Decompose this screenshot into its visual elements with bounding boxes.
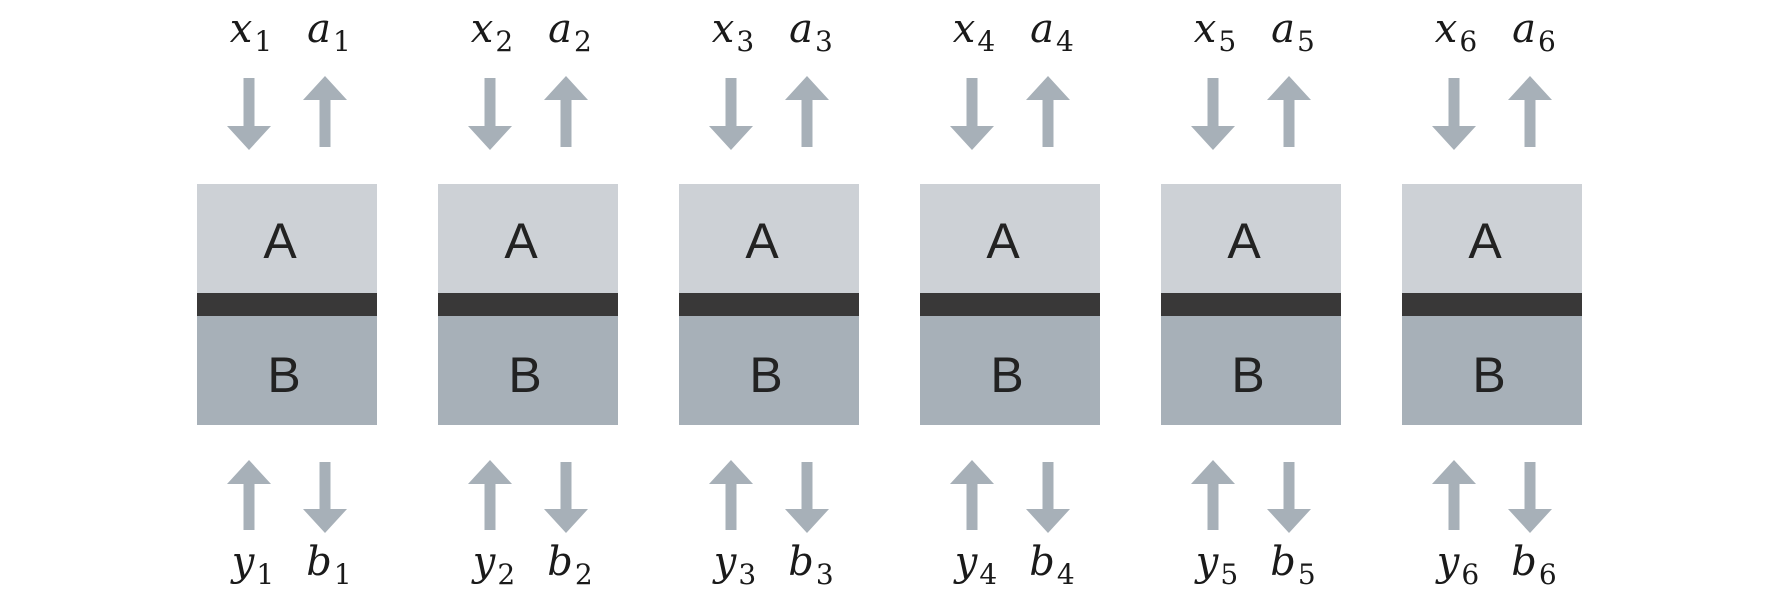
up-arrow-icon [1267,76,1311,147]
up-arrow-icon [227,460,271,530]
down-arrow-icon [1026,462,1070,533]
input-label-y: y6 [1435,539,1479,591]
separator-bar [438,293,618,316]
up-arrow-icon [1026,76,1070,147]
input-label-y: y2 [471,539,515,591]
half-b-block [1402,316,1582,425]
half-b-label: B [749,347,782,403]
half-b-block [1161,316,1341,425]
half-a-block [1402,184,1582,293]
up-arrow-icon [544,76,588,147]
up-arrow-icon [1191,460,1235,530]
output-label-a: a1 [307,6,351,58]
down-arrow-icon [544,462,588,533]
separator-bar [1161,293,1341,316]
half-a-block [1161,184,1341,293]
separator-bar [679,293,859,316]
up-arrow-icon [1432,460,1476,530]
half-b-block [920,316,1100,425]
down-arrow-icon [468,78,512,150]
half-a-label: A [1468,213,1502,269]
output-label-b: b5 [1270,539,1315,591]
half-a-block [438,184,618,293]
unit-2: x2 a2A By2 b2 [438,6,618,591]
half-b-label: B [508,347,541,403]
unit-3: x3 a3A By3 b3 [679,6,859,591]
half-a-label: A [986,213,1020,269]
down-arrow-icon [1267,462,1311,533]
down-arrow-icon [1432,78,1476,150]
input-label-y: y1 [230,539,274,591]
down-arrow-icon [950,78,994,150]
down-arrow-icon [227,78,271,150]
down-arrow-icon [1191,78,1235,150]
input-label-y: y4 [953,539,997,591]
output-label-a: a5 [1271,6,1315,58]
input-label-x: x3 [712,6,754,58]
down-arrow-icon [785,462,829,533]
unit-1: x1 a1A By1 b1 [197,6,377,591]
half-a-block [920,184,1100,293]
half-b-label: B [1472,347,1505,403]
half-b-label: B [1231,347,1264,403]
input-label-x: x5 [1194,6,1236,58]
half-b-block [197,316,377,425]
up-arrow-icon [468,460,512,530]
output-label-a: a2 [548,6,592,58]
half-b-label: B [990,347,1023,403]
separator-bar [197,293,377,316]
input-label-x: x4 [953,6,995,58]
half-a-label: A [263,213,297,269]
output-label-b: b6 [1511,539,1556,591]
half-a-label: A [1227,213,1261,269]
unit-5: x5 a5A By5 b5 [1161,6,1341,591]
down-arrow-icon [709,78,753,150]
input-label-x: x2 [471,6,513,58]
input-label-y: y3 [712,539,756,591]
up-arrow-icon [1508,76,1552,147]
output-label-a: a3 [789,6,833,58]
input-label-x: x6 [1435,6,1477,58]
output-label-b: b3 [788,539,833,591]
output-label-a: a4 [1030,6,1074,58]
output-label-b: b2 [547,539,592,591]
unit-6: x6 a6A By6 b6 [1402,6,1582,591]
down-arrow-icon [303,462,347,533]
up-arrow-icon [303,76,347,147]
input-label-y: y5 [1194,539,1238,591]
separator-bar [1402,293,1582,316]
up-arrow-icon [950,460,994,530]
up-arrow-icon [709,460,753,530]
down-arrow-icon [1508,462,1552,533]
output-label-a: a6 [1512,6,1556,58]
output-label-b: b4 [1029,539,1074,591]
half-a-block [197,184,377,293]
up-arrow-icon [785,76,829,147]
input-label-x: x1 [230,6,272,58]
unit-4: x4 a4A By4 b4 [920,6,1100,591]
half-b-block [679,316,859,425]
half-b-label: B [267,347,300,403]
separator-bar [920,293,1100,316]
half-a-block [679,184,859,293]
output-label-b: b1 [306,539,351,591]
half-a-label: A [745,213,779,269]
half-b-block [438,316,618,425]
half-a-label: A [504,213,538,269]
